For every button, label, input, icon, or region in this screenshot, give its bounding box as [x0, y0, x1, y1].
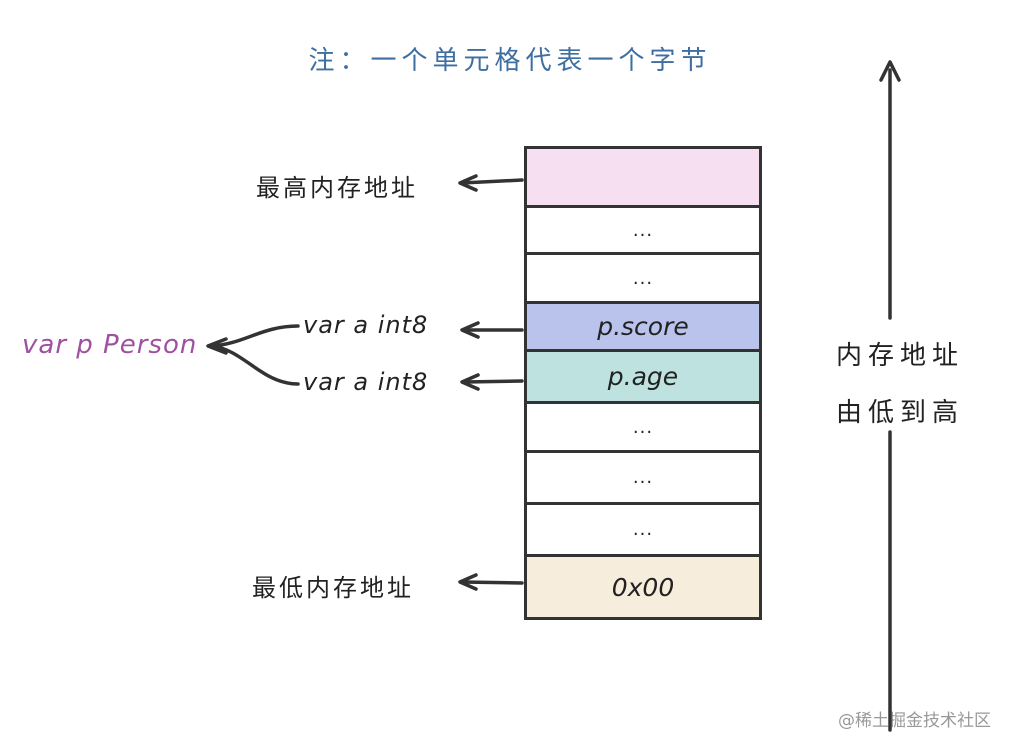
arrow-age: [462, 379, 524, 384]
memory-cell-text: ...: [632, 219, 654, 241]
memory-cell-highest: [524, 146, 762, 208]
person-fork-head: [206, 337, 228, 355]
var-age-label: var a int8: [303, 368, 429, 396]
memory-cell-text: ...: [632, 267, 654, 289]
memory-stack: ... ... p.score p.age ... ... ... 0x00: [524, 146, 762, 620]
direction-label-line2: 由低到高: [836, 398, 965, 428]
memory-cell: ...: [524, 252, 762, 304]
direction-label-line1: 内存地址: [836, 341, 965, 371]
memory-cell-text: p.score: [597, 312, 689, 341]
memory-cell: ...: [524, 502, 762, 557]
watermark: @稀土掘金技术社区: [838, 711, 991, 731]
person-fork-bottom: [210, 344, 300, 386]
arrow-head-score: [460, 321, 480, 339]
lowest-address-label: 最低内存地址: [252, 574, 414, 602]
memory-cell-lowest: 0x00: [524, 554, 762, 620]
memory-cell-text: ...: [632, 519, 654, 540]
arrow-highest: [460, 178, 524, 185]
person-fork-top: [210, 324, 300, 348]
memory-cell-text: ...: [632, 416, 654, 438]
memory-cell-text: p.age: [607, 362, 679, 391]
memory-cell-text: ...: [632, 467, 654, 488]
diagram-note: 注：一个单元格代表一个字节: [308, 46, 712, 76]
arrow-head-highest: [458, 174, 478, 192]
memory-cell-text: 0x00: [611, 572, 675, 602]
var-score-label: var a int8: [303, 311, 429, 339]
highest-address-label: 最高内存地址: [256, 174, 418, 202]
arrow-head-age: [460, 373, 480, 391]
arrow-lowest: [460, 580, 524, 585]
arrow-head-lowest: [458, 573, 478, 591]
direction-arrow-head: [879, 60, 901, 82]
person-label: var p Person: [22, 330, 198, 360]
